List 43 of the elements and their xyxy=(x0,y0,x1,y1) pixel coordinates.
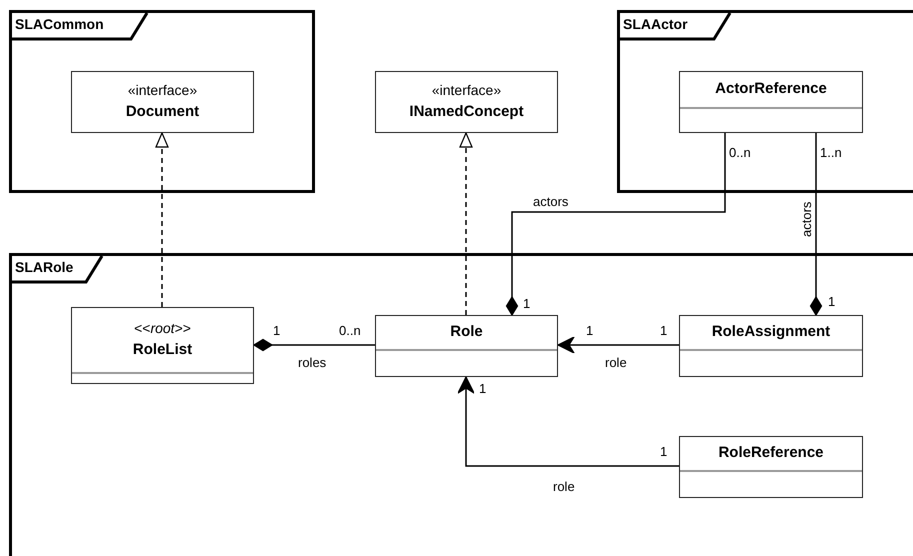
composition-line xyxy=(253,338,375,352)
class-box xyxy=(679,315,863,377)
package-name: SLAActor xyxy=(623,16,688,32)
class-box xyxy=(375,71,558,133)
multiplicity-label: 1 xyxy=(273,323,280,338)
multiplicity-label: 1 xyxy=(523,296,530,311)
composition-line xyxy=(810,133,822,316)
multiplicity-label: 1..n xyxy=(820,145,842,160)
class-box xyxy=(679,436,863,498)
multiplicity-label: 1 xyxy=(479,381,486,396)
class-name: INamedConcept xyxy=(409,103,524,122)
composition-line xyxy=(506,133,726,316)
package-frame xyxy=(9,253,913,556)
class-name: Document xyxy=(126,103,200,122)
realization-arrow xyxy=(459,132,473,315)
class-name: RoleReference xyxy=(718,444,824,463)
class-box xyxy=(71,307,254,384)
multiplicity-label: 0..n xyxy=(729,145,751,160)
edge-label: role xyxy=(604,355,628,370)
stereotype-label: «interface» xyxy=(128,82,198,100)
package-frame xyxy=(9,10,315,193)
multiplicity-label: 1 xyxy=(828,294,836,309)
stereotype-label: <<root>> xyxy=(134,320,191,338)
association-arrow xyxy=(457,376,679,467)
class-name: Role xyxy=(450,323,483,342)
class-name: RoleAssignment xyxy=(712,323,830,342)
class-box xyxy=(679,71,863,133)
edge-label: roles xyxy=(297,355,328,370)
package-name: SLARole xyxy=(15,259,74,275)
multiplicity-label: 0..n xyxy=(339,323,361,338)
class-box xyxy=(375,315,558,377)
class-name: ActorReference xyxy=(715,80,827,99)
stereotype-label: «interface» xyxy=(432,82,502,100)
multiplicity-label: 1 xyxy=(660,444,668,459)
association-arrow xyxy=(557,336,679,354)
multiplicity-label: 1 xyxy=(586,323,594,338)
edge-label: role xyxy=(552,479,576,494)
package-frame xyxy=(617,10,913,193)
class-box xyxy=(71,71,254,133)
multiplicity-label: 1 xyxy=(660,323,668,338)
realization-arrow xyxy=(155,132,169,307)
package-name: SLACommon xyxy=(15,16,104,32)
class-name: RoleList xyxy=(132,341,192,360)
